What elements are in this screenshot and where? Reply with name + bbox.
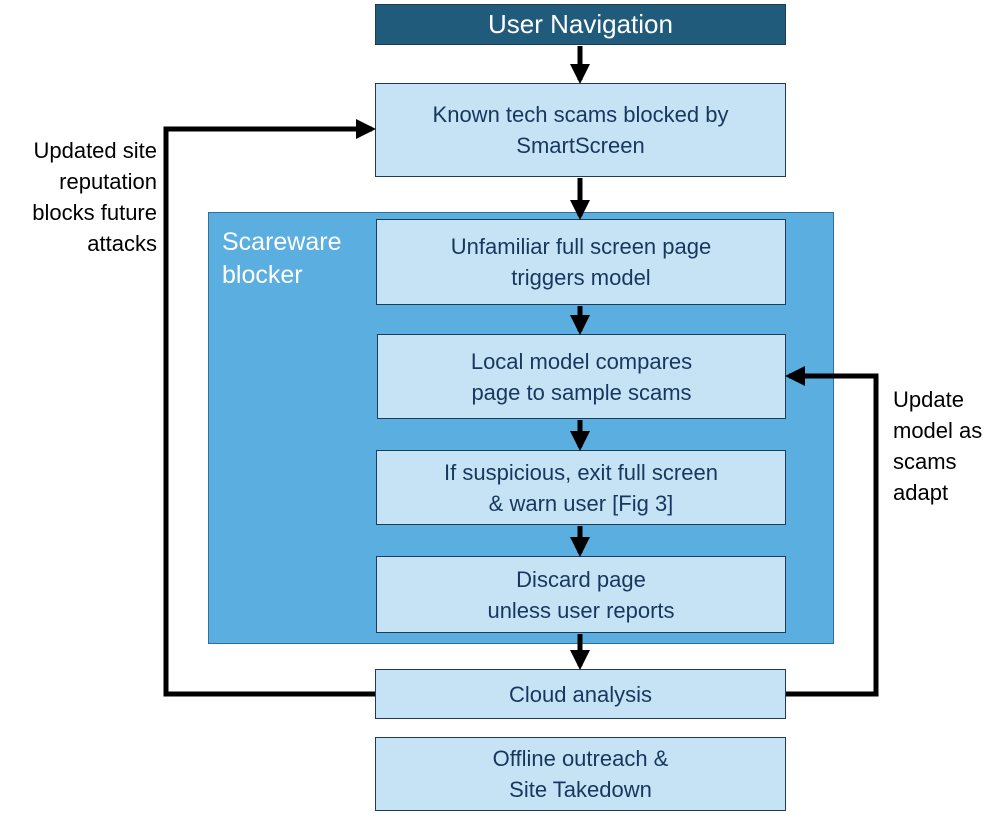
scareware-blocker-label-line-1: Scareware [222,228,342,256]
user-navigation-node: User Navigation [375,4,786,45]
local-model-text-line-1: Local model compares [470,348,693,374]
site-reputation-line-1: Updated site [33,138,157,163]
cloud-analysis-text: Cloud analysis [508,681,653,707]
discard-page-text-line-1: Discard page [516,566,646,592]
smartscreen-node: Known tech scams blocked by SmartScreen [375,83,786,177]
model-update-line-4: adapt [893,480,949,505]
model-update-line-1: Update [893,387,964,412]
model-update-feedback-label: Update model as scams adapt [893,384,982,508]
feedback-arrow-cloud-to-smartscreen [163,119,376,697]
smartscreen-text-line-2: SmartScreen [516,133,645,158]
unfamiliar-page-text-line-1: Unfamiliar full screen page [450,234,712,259]
smartscreen-text-line-1: Known tech scams blocked by [432,102,729,127]
scareware-blocker-label-line-2: blocker [222,261,303,289]
discard-page-text-line-2: unless user reports [487,597,675,623]
offline-outreach-text-line-1: Offline outreach & [492,746,669,771]
scareware-blocker-label: Scareware blocker [222,226,342,292]
discard-page-node: Discard page unless user reports [376,556,786,633]
offline-outreach-node: Offline outreach & Site Takedown [375,737,786,811]
unfamiliar-page-text-line-2: triggers model [511,265,651,290]
site-reputation-line-3: blocks future [32,200,157,225]
suspicious-warn-text-line-2: & warn user [Fig 3] [488,490,674,516]
user-navigation-text: User Navigation [488,9,673,39]
site-reputation-feedback-label: Updated site reputation blocks future at… [32,135,157,259]
suspicious-warn-text-line-1: If suspicious, exit full screen [444,459,718,485]
model-update-line-3: scams [893,449,957,474]
feedback-arrow-cloud-to-local-model [785,366,879,697]
site-reputation-line-4: attacks [87,231,157,256]
model-update-line-2: model as [893,418,983,443]
unfamiliar-page-node: Unfamiliar full screen page triggers mod… [376,219,786,305]
local-model-node: Local model compares page to sample scam… [377,334,786,419]
site-reputation-line-2: reputation [59,169,157,194]
offline-outreach-text-line-2: Site Takedown [509,777,652,802]
suspicious-warn-node: If suspicious, exit full screen & warn u… [376,450,786,525]
local-model-text-line-2: page to sample scams [471,379,692,405]
